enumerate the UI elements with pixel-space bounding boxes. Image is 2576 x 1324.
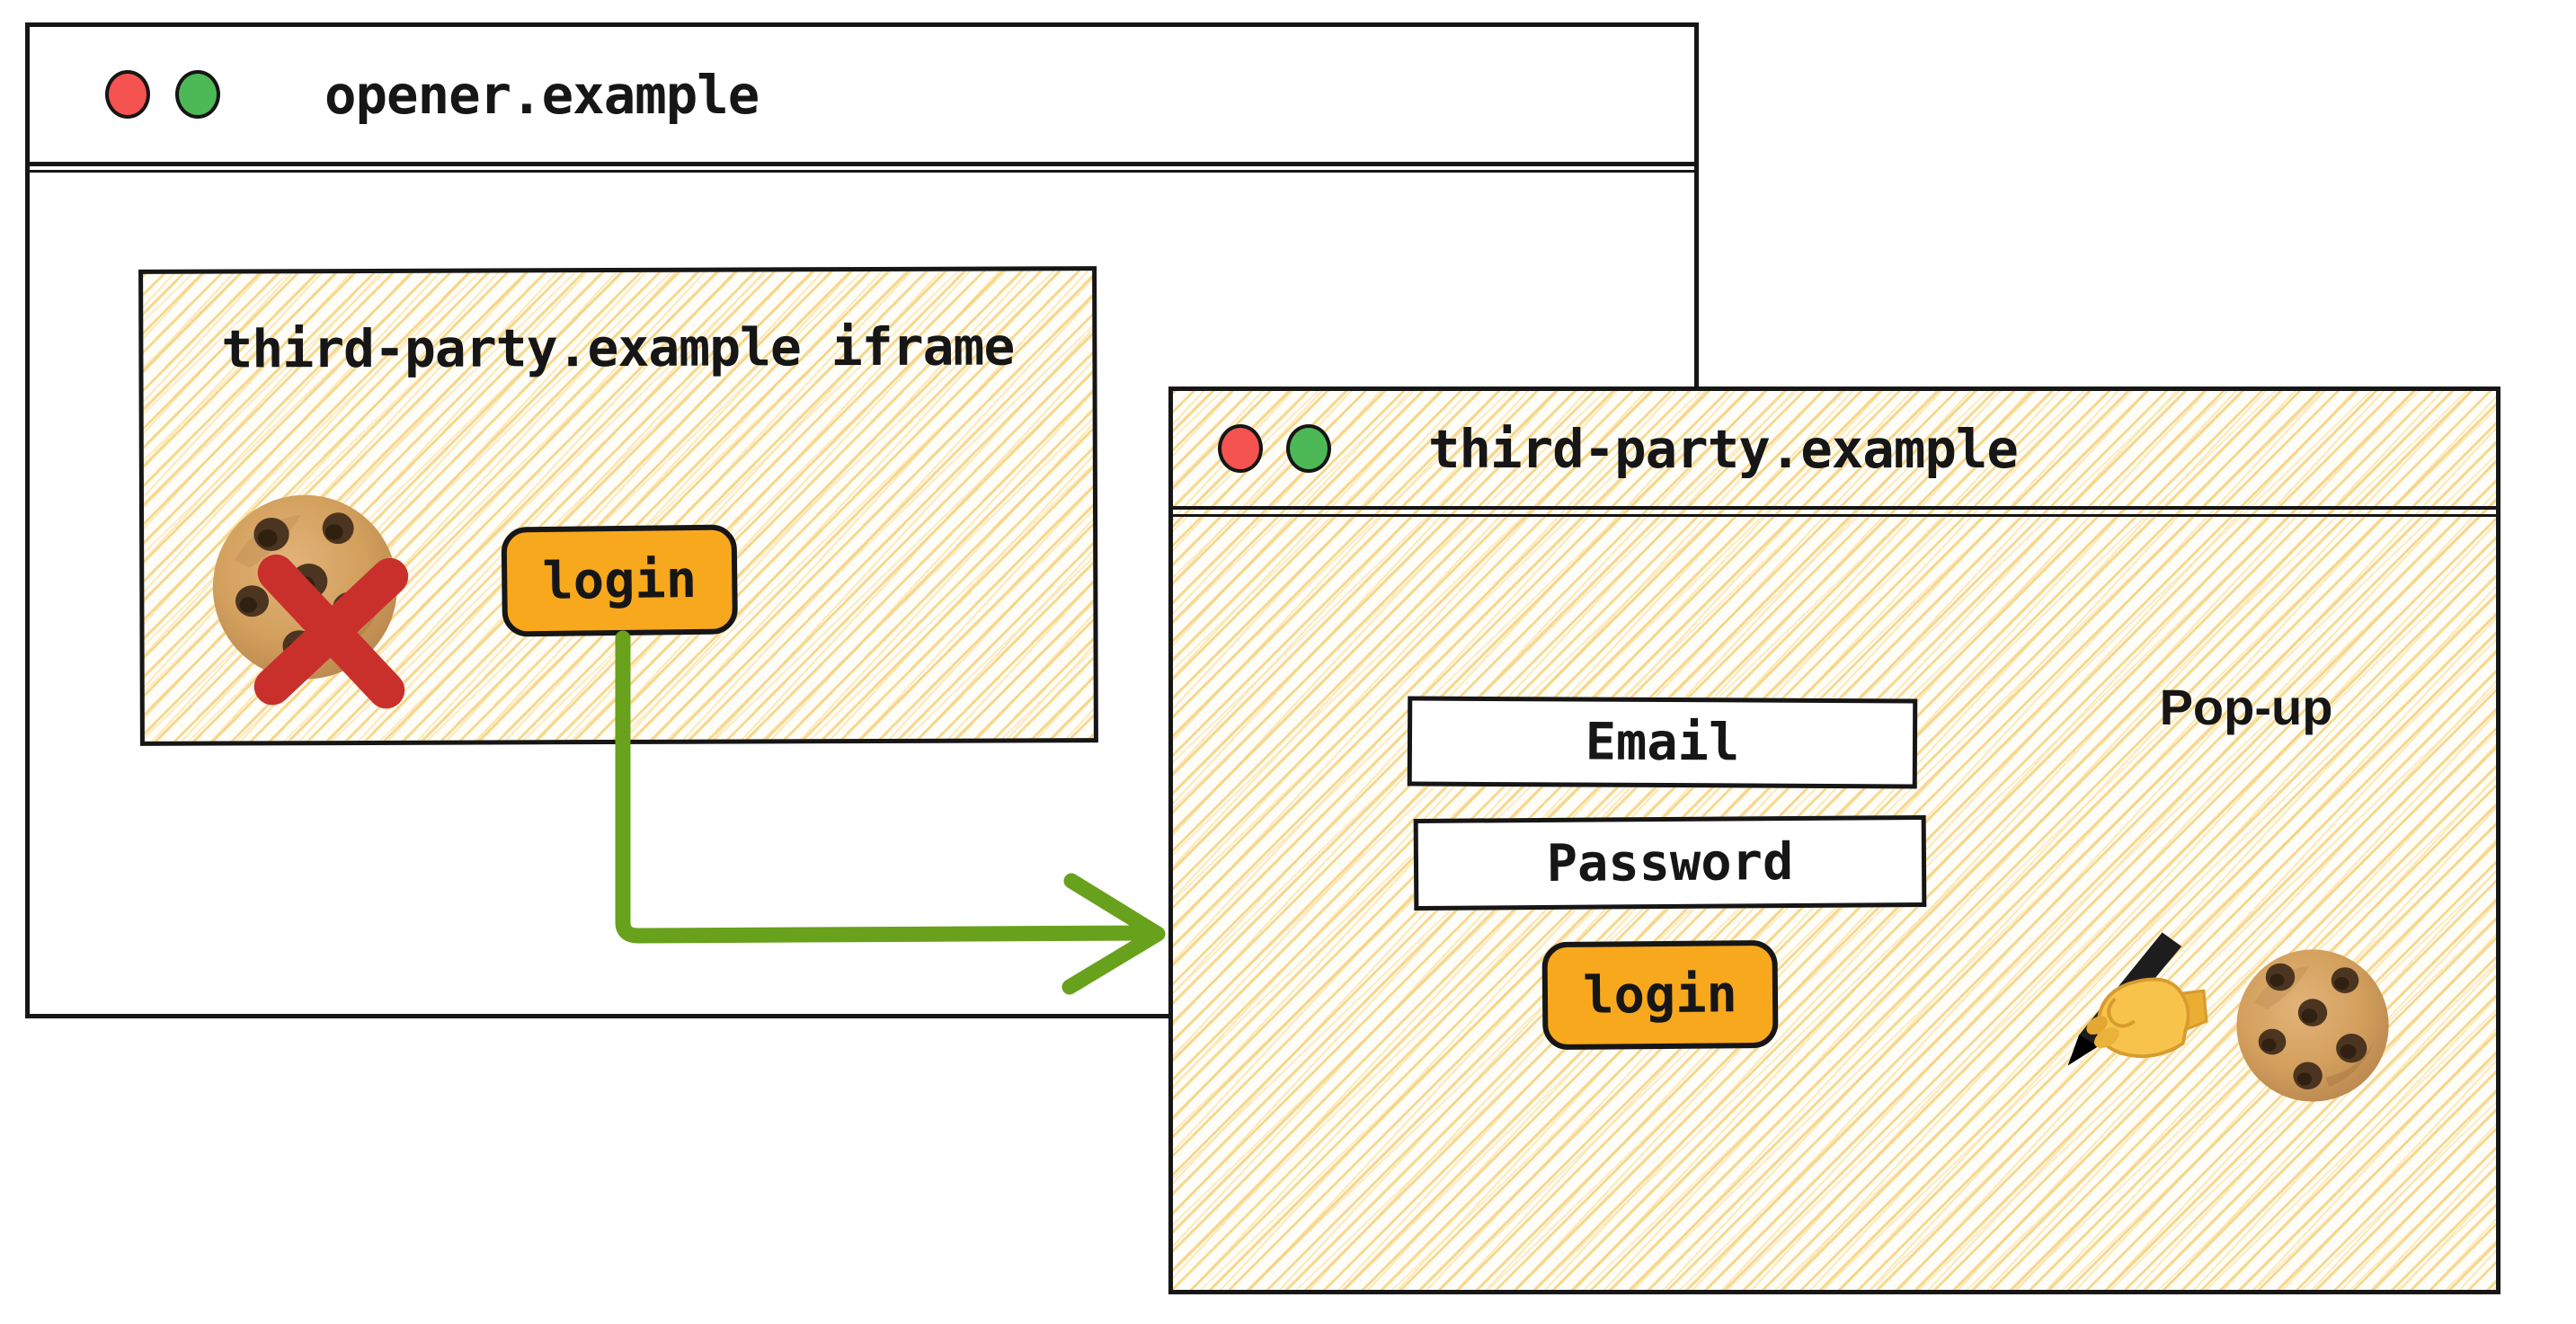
cookie-icon bbox=[2236, 949, 2389, 1102]
popup-login-button[interactable]: login bbox=[1541, 939, 1779, 1051]
opener-window-body: third-party.example iframe bbox=[30, 175, 1694, 1014]
close-button-icon[interactable] bbox=[1218, 424, 1263, 473]
popup-window: third-party.example Email Password login… bbox=[1168, 387, 2500, 1294]
opener-titlebar[interactable]: opener.example bbox=[25, 27, 1699, 173]
password-field[interactable]: Password bbox=[1413, 815, 1927, 911]
close-button-icon[interactable] bbox=[105, 70, 150, 119]
minimize-button-icon[interactable] bbox=[1286, 424, 1331, 473]
popup-annotation-label: Pop-up bbox=[2159, 679, 2333, 735]
popup-titlebar[interactable]: third-party.example bbox=[1168, 391, 2500, 517]
popup-window-title: third-party.example bbox=[1428, 417, 2019, 480]
writing-hand-icon bbox=[2067, 932, 2208, 1066]
iframe-login-button[interactable]: login bbox=[501, 524, 739, 637]
opener-window-title: opener.example bbox=[324, 63, 759, 126]
email-field[interactable]: Email bbox=[1407, 696, 1918, 789]
minimize-button-icon[interactable] bbox=[175, 70, 220, 119]
cookie-blocked-icon bbox=[207, 489, 441, 724]
iframe-label: third-party.example iframe bbox=[221, 315, 1015, 380]
third-party-iframe: third-party.example iframe bbox=[138, 266, 1098, 746]
popup-window-body: Email Password login Pop-up bbox=[1173, 520, 2496, 1290]
blocked-cross-icon bbox=[229, 529, 433, 733]
